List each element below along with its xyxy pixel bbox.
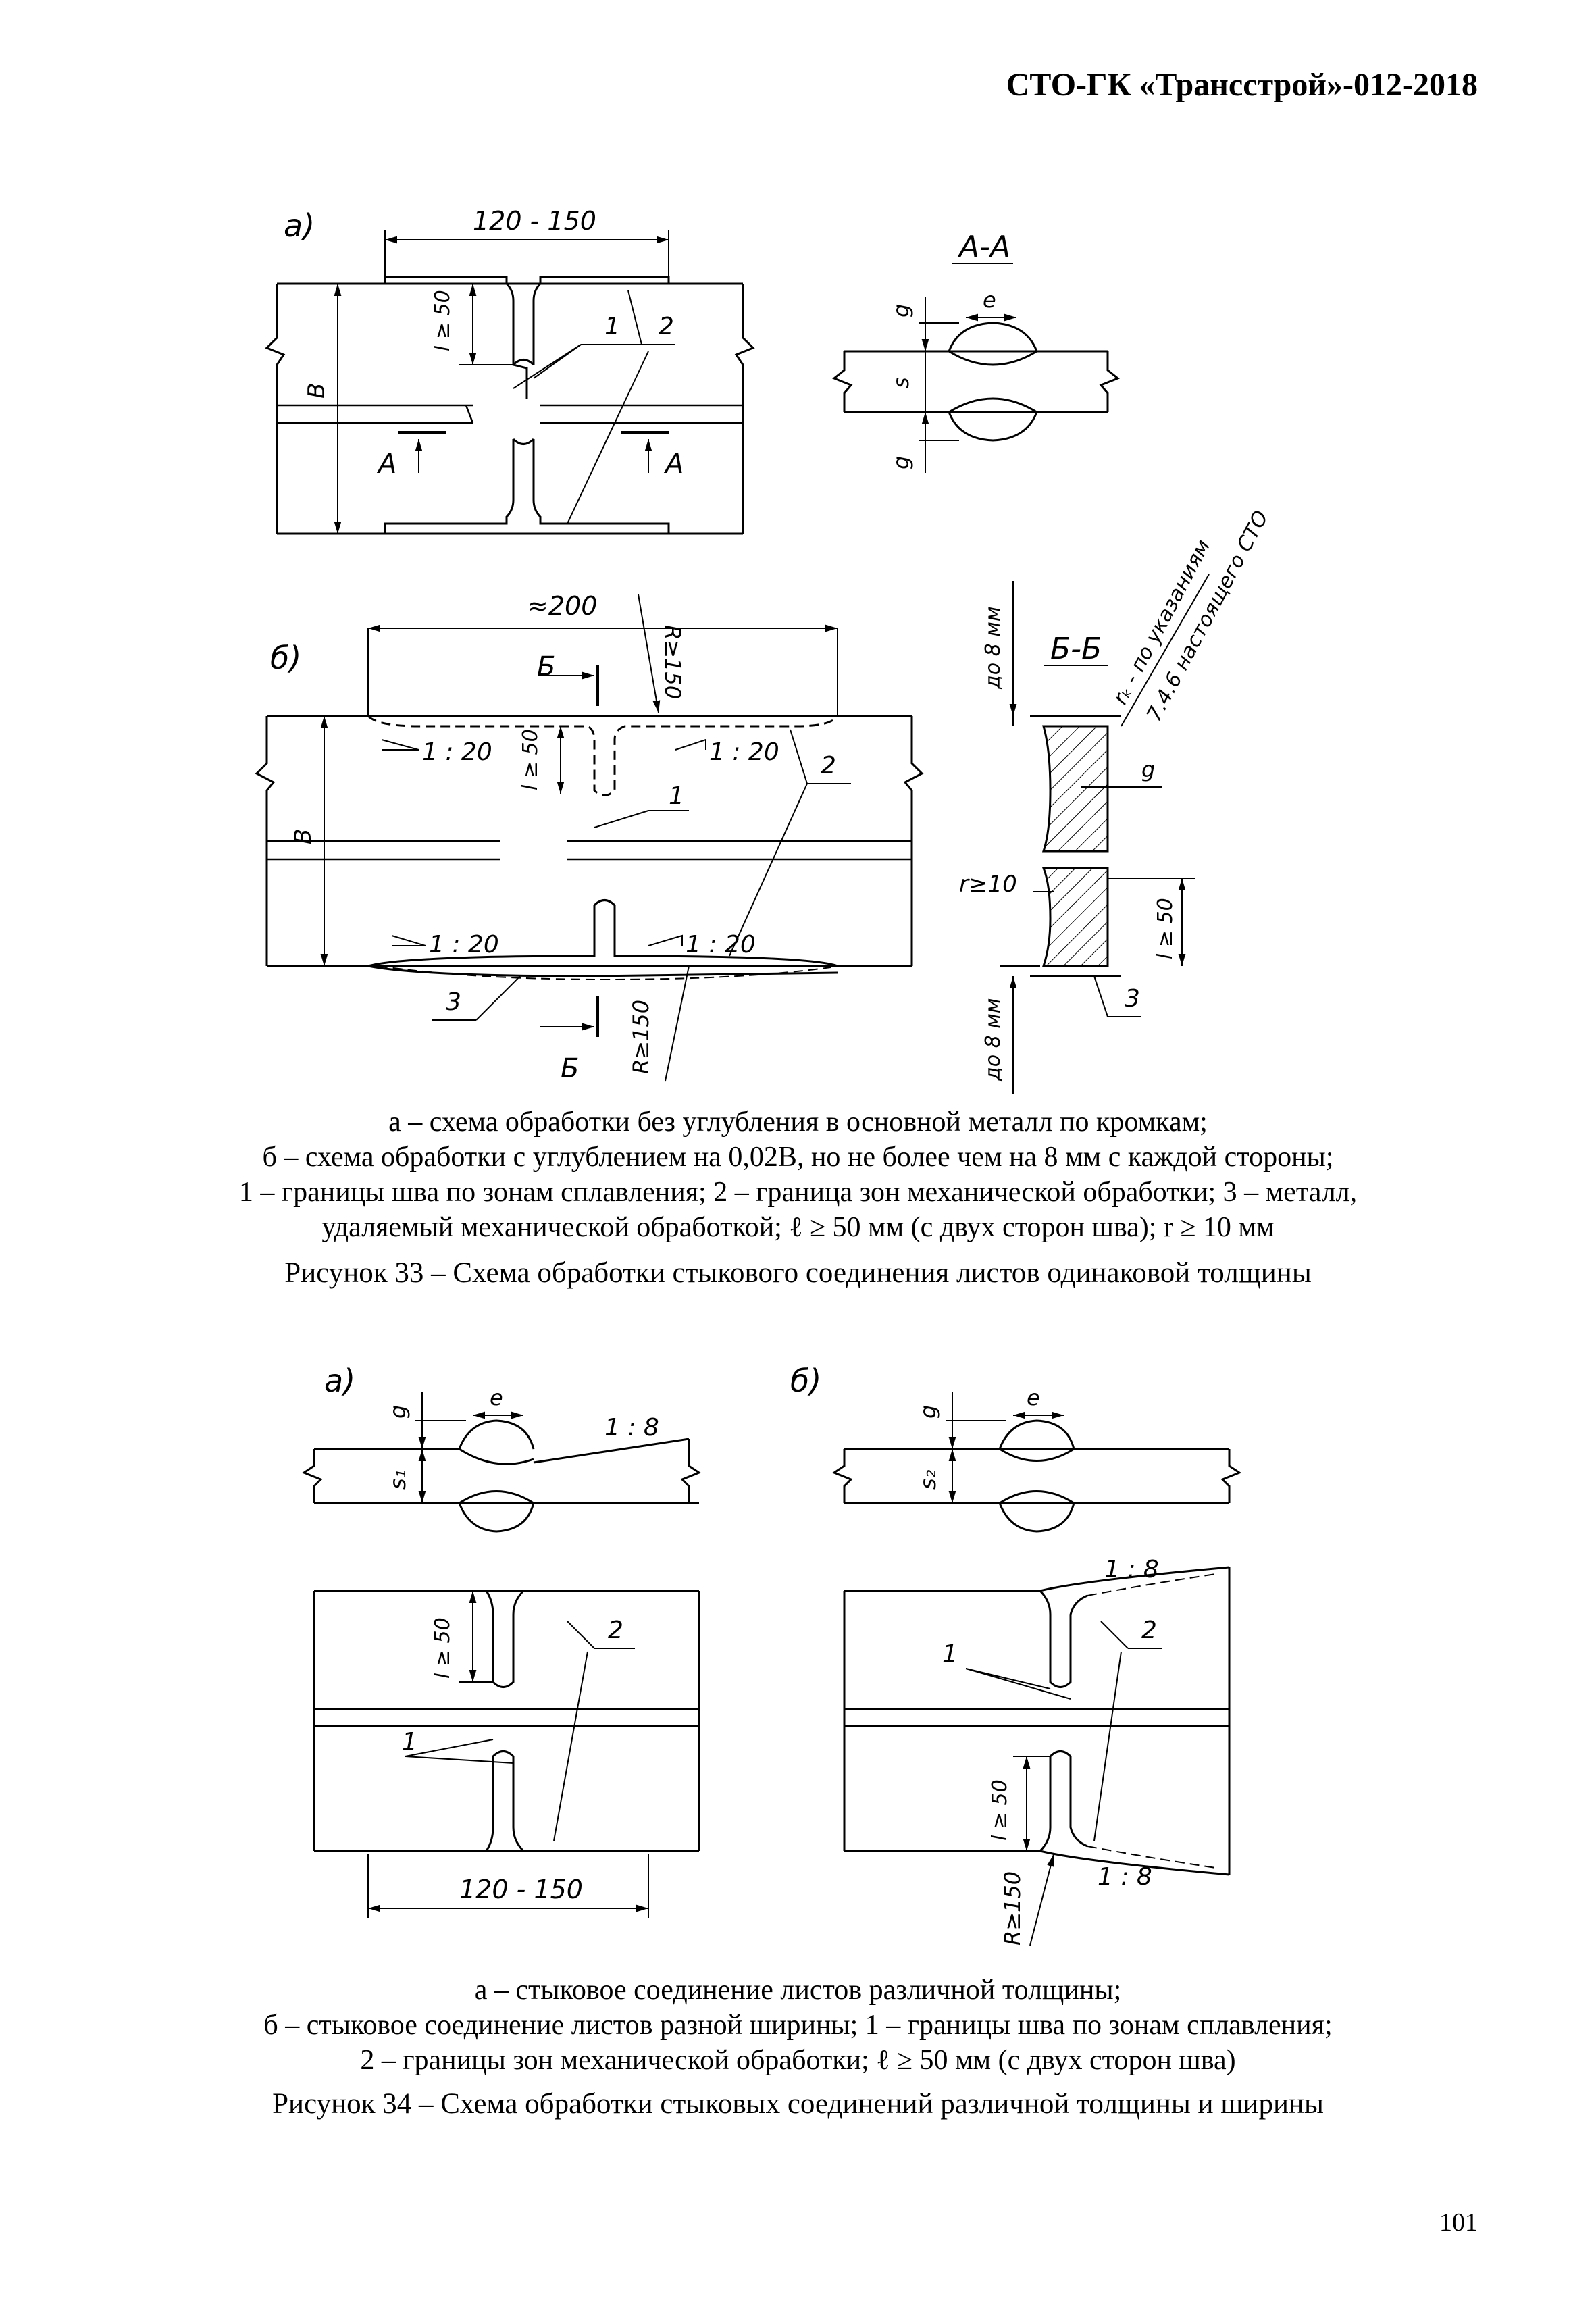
- fig33-section-bb: [1000, 574, 1210, 1094]
- fig34-panel-b-section: [831, 1392, 1242, 1533]
- fig34-b-num-1: 1: [942, 1640, 958, 1668]
- fig34-panel-a-plan: [313, 1590, 700, 1918]
- fig33-aa-e: e: [983, 287, 996, 313]
- fig33-b-slope-tr: 1 : 20: [709, 738, 779, 766]
- fig33-label-panel-b: б): [270, 640, 301, 676]
- fig33-b-num-3: 3: [446, 988, 461, 1016]
- fig33-caption-line: б – схема обработки с углублением на 0,0…: [262, 1142, 1334, 1173]
- fig33-b-cut-top: Б: [537, 651, 555, 682]
- fig33-b-num-1: 1: [669, 782, 684, 810]
- fig34-panel-b-plan: [843, 1566, 1231, 1946]
- fig34-b-slope-top: 1 : 8: [1104, 1556, 1159, 1583]
- fig33-panel-a: [265, 230, 755, 535]
- fig34-label-panel-a: а): [324, 1363, 355, 1399]
- fig33-panel-b: [255, 594, 924, 1082]
- fig33-aa-g-bottom: g: [888, 456, 914, 469]
- fig33-bb-r10: r≥10: [959, 871, 1017, 898]
- document-header: СТО-ГК «Трансстрой»-012-2018: [1006, 67, 1478, 103]
- fig33-caption-line: а – схема обработки без углубления в осн…: [388, 1107, 1208, 1138]
- fig33-a-num-1: 1: [604, 313, 620, 340]
- fig34-b-num-2: 2: [1141, 1617, 1157, 1644]
- fig33-bb-g: g: [1141, 757, 1155, 782]
- fig33-title: Рисунок 33 – Схема обработки стыкового с…: [284, 1257, 1312, 1289]
- fig33-bb-l50: l ≥ 50: [1154, 898, 1177, 959]
- fig34-a-g: g: [385, 1405, 411, 1419]
- fig33-a-dim-B: B: [303, 383, 330, 399]
- fig34-a-num-1: 1: [402, 1728, 417, 1756]
- fig34-caption-line: б – стыковое соединение листов разной ши…: [263, 2010, 1333, 2041]
- fig33-b-dim-200: ≈200: [527, 591, 597, 621]
- fig34-panel-a-section: [301, 1392, 702, 1533]
- fig34-b-s2: s₂: [915, 1469, 941, 1490]
- fig34-a-e: e: [490, 1385, 503, 1410]
- fig33-bb-up-to-8mm-bottom: до 8 мм: [981, 998, 1005, 1082]
- fig34-b-e: e: [1027, 1385, 1040, 1410]
- fig33-b-dim-r150-bottom: R≥150: [628, 1000, 654, 1074]
- fig33-a-dim-l50: l ≥ 50: [431, 290, 455, 351]
- page-number: 101: [1439, 2208, 1478, 2237]
- fig34-caption-line: а – стыковое соединение листов различной…: [474, 1975, 1122, 2006]
- fig33-caption-line: 1 – границы шва по зонам сплавления; 2 –…: [238, 1177, 1358, 1208]
- fig34-a-s1: s₁: [385, 1470, 411, 1490]
- fig33-bb-up-to-8mm-top: до 8 мм: [981, 606, 1005, 690]
- fig34-a-dim-120-150: 120 - 150: [459, 1875, 583, 1904]
- fig33-b-slope-tl: 1 : 20: [422, 738, 492, 766]
- fig33-a-dim-120-150: 120 - 150: [473, 206, 596, 236]
- fig34-title: Рисунок 34 – Схема обработки стыковых со…: [272, 2088, 1324, 2120]
- fig34-b-l50: l ≥ 50: [988, 1779, 1012, 1841]
- fig33-bb-num-3: 3: [1125, 985, 1140, 1013]
- fig34-b-r150: R≥150: [1000, 1871, 1025, 1946]
- fig33-caption: а – схема обработки без углубления в осн…: [0, 1104, 1596, 1245]
- fig33-b-dim-l50: l ≥ 50: [519, 729, 542, 790]
- fig34-b-g: g: [915, 1405, 941, 1419]
- fig34-label-panel-b: б): [790, 1363, 821, 1399]
- fig33-b-slope-br: 1 : 20: [686, 931, 756, 959]
- fig33-section-aa-title: А-А: [957, 230, 1010, 264]
- fig33-section-aa: [832, 297, 1120, 473]
- fig33-label-panel-a: а): [284, 207, 315, 244]
- fig33-b-dim-r150-top: R≥150: [660, 625, 686, 699]
- fig33-section-bb-title: Б-Б: [1050, 632, 1102, 666]
- fig34-b-slope-bottom: 1 : 8: [1098, 1863, 1152, 1891]
- fig33-b-cut-bottom: Б: [561, 1053, 579, 1084]
- fig34-a-num-2: 2: [608, 1617, 623, 1644]
- fig33-b-slope-bl: 1 : 20: [429, 931, 499, 959]
- fig34-a-l50: l ≥ 50: [431, 1617, 455, 1679]
- fig33-a-num-2: 2: [659, 313, 674, 340]
- fig34-caption: а – стыковое соединение листов различной…: [0, 1973, 1596, 2078]
- fig34-caption-line: 2 – границы зон механической обработки; …: [360, 2045, 1236, 2076]
- fig33-b-dim-B: B: [290, 829, 317, 844]
- fig33-a-cut-right: А: [663, 449, 684, 480]
- fig33-b-num-2: 2: [821, 752, 836, 780]
- fig33-aa-g-top: g: [888, 304, 914, 317]
- fig33-caption-line: удаляемый механической обработкой; ℓ ≥ 5…: [321, 1212, 1275, 1243]
- fig33-a-cut-left: А: [376, 449, 396, 480]
- fig34-a-slope: 1 : 8: [604, 1414, 659, 1442]
- fig33-aa-s: s: [888, 377, 914, 388]
